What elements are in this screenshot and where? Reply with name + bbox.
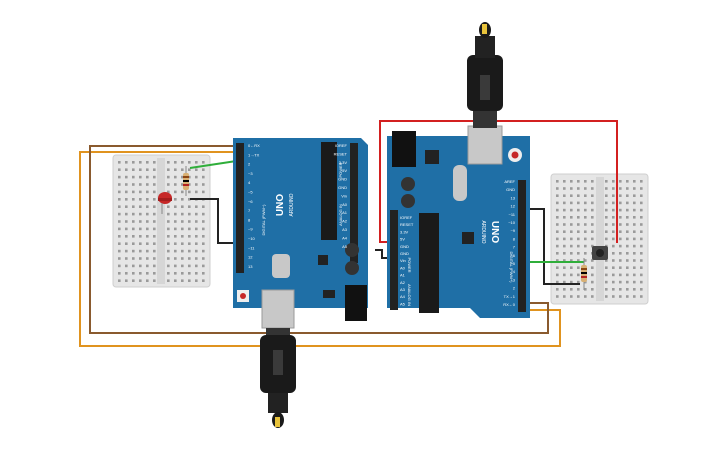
usb-cable-left [260, 328, 296, 428]
arduino-left-power-pin-label-0: IOREF [335, 143, 348, 148]
arduino-right-pin-label-14: TX→1 [504, 294, 516, 299]
arduino-left-brand: ARDUINO [289, 193, 295, 216]
arduino-left-pin-label-8: 8 [248, 217, 251, 222]
arduino-right-pin-label-8: 7 [513, 245, 516, 250]
arduino-left-pin-label-0: 0←RX [248, 143, 260, 148]
arduino-right-pin-label-0: AREF [504, 179, 515, 184]
arduino-right-power-pin-label-7: A0 [400, 265, 406, 270]
arduino-right-power-pin-label-3: 5V [400, 237, 405, 242]
arduino-left-pin-label-13: 13 [248, 264, 253, 269]
wire-black-bridge [375, 249, 390, 259]
arduino-right-power-pin-label-2: 3.3V [400, 229, 409, 234]
resistor-right[interactable] [581, 258, 587, 290]
arduino-right-power-pin-label-5: GND [400, 251, 409, 256]
arduino-right-pin-label-1: GND [506, 187, 515, 192]
arduino-right-pin-label-12: ~3 [510, 277, 515, 282]
arduino-left-power-pin-label-6: Vin [341, 193, 347, 198]
arduino-right-pin-label-5: ~10 [508, 220, 516, 225]
arduino-right-power-pin-label-9: A2 [400, 280, 406, 285]
arduino-left-pin-label-7: 7 [248, 208, 251, 213]
breadboard-right[interactable] [550, 173, 649, 305]
arduino-right-pin-label-15: RX←0 [503, 302, 516, 307]
led-red[interactable] [158, 192, 172, 214]
arduino-left-pin-label-1: 1→TX [248, 152, 260, 157]
arduino-right[interactable]: UNO ARDUINO DIGITAL (PWM~) POWER ANALOG … [387, 125, 530, 318]
wire-red-power [379, 120, 618, 243]
arduino-left-power-pin-label-1: RESET [334, 151, 348, 156]
breadboard-left[interactable] [112, 154, 211, 288]
arduino-left-power-pin-label-8: A1 [342, 210, 348, 215]
arduino-right-power-pin-label-11: A4 [400, 294, 406, 299]
arduino-right-pin-label-11: 4 [513, 269, 516, 274]
arduino-right-pin-label-2: 13 [511, 195, 516, 200]
arduino-left-pin-label-5: ~5 [248, 190, 253, 195]
arduino-right-digital-pins: AREF GND 13 12 ~11 ~10 ~9 8 7 ~6 ~5 4 ~3 2TX→1RX←0 [503, 179, 516, 307]
arduino-left-pin-label-3: ~3 [248, 171, 253, 176]
arduino-right-pin-label-9: ~6 [510, 253, 515, 258]
arduino-left-analog-label: ANALOG IN [338, 204, 343, 226]
arduino-left-pin-label-6: ~6 [248, 199, 253, 204]
push-button[interactable] [592, 246, 608, 260]
arduino-right-power-pin-label-8: A1 [400, 273, 406, 278]
wire-brown-middle [89, 145, 549, 334]
wire-black-ground-left [190, 198, 243, 244]
arduino-left-digital-label: DIGITAL (PWM~) [261, 204, 266, 236]
arduino-right-power-pin-label-1: RESET [400, 222, 414, 227]
arduino-right-power-pin-label-0: IOREF [400, 215, 413, 220]
arduino-right-analog-label: ANALOG IN [407, 284, 412, 306]
resistor-left[interactable] [183, 166, 189, 196]
breadboard-right-holes [556, 180, 643, 298]
arduino-left-power-label: POWER [338, 162, 343, 177]
arduino-right-power-pin-label-12: A5 [400, 301, 406, 306]
arduino-left-power-pin-label-5: GND [338, 185, 347, 190]
arduino-right-pin-label-4: ~11 [509, 212, 516, 217]
arduino-left-pin-label-11: ~11 [248, 245, 255, 250]
arduino-right-pin-label-3: 12 [511, 204, 516, 209]
arduino-right-power-pin-label-10: A3 [400, 287, 406, 292]
arduino-right-pin-label-6: ~9 [510, 228, 515, 233]
arduino-right-brand: ARDUINO [480, 220, 486, 243]
arduino-left-power-pin-label-12: A5 [342, 244, 348, 249]
arduino-right-pin-label-10: ~5 [510, 261, 515, 266]
arduino-right-power-pin-label-6: Vin [400, 258, 406, 263]
arduino-left-model: UNO [275, 194, 286, 216]
arduino-left-pin-label-10: ~10 [248, 236, 256, 241]
usb-cable-right [467, 22, 503, 128]
arduino-left-power-pin-label-10: A3 [342, 227, 348, 232]
arduino-left-pin-label-12: 12 [248, 255, 253, 260]
wire-black-ground-right [523, 208, 580, 285]
arduino-left-pin-label-4: 4 [248, 180, 251, 185]
arduino-right-power-pin-label-4: GND [400, 244, 409, 249]
arduino-left[interactable]: UNO ARDUINO DIGITAL (PWM~) POWER ANALOG … [233, 138, 368, 329]
arduino-left-power-pin-label-11: A4 [342, 235, 348, 240]
arduino-left-digital-pins: 0←RX 1→TX 2 ~3 4 ~5 ~6 7 8 ~9 ~10 ~11 12 13 [248, 143, 260, 269]
arduino-left-power-pin-label-2: 3.3V [339, 160, 348, 165]
arduino-right-model: UNO [489, 221, 500, 243]
arduino-right-digital-label: DIGITAL (PWM~) [509, 252, 514, 284]
arduino-left-pin-label-9: ~9 [248, 227, 253, 232]
wires [79, 120, 618, 347]
arduino-right-power-label: POWER [407, 257, 412, 272]
arduino-left-power-pin-label-7: A0 [342, 202, 348, 207]
arduino-right-pin-label-7: 8 [513, 236, 516, 241]
arduino-left-pin-label-2: 2 [248, 162, 251, 167]
arduino-left-power-pin-label-9: A2 [342, 219, 348, 224]
arduino-left-power-pin-label-4: GND [338, 177, 347, 182]
arduino-left-power-pin-label-3: 5V [342, 168, 347, 173]
arduino-right-pin-label-13: 2 [513, 286, 516, 291]
wire-orange-outer [79, 151, 561, 347]
